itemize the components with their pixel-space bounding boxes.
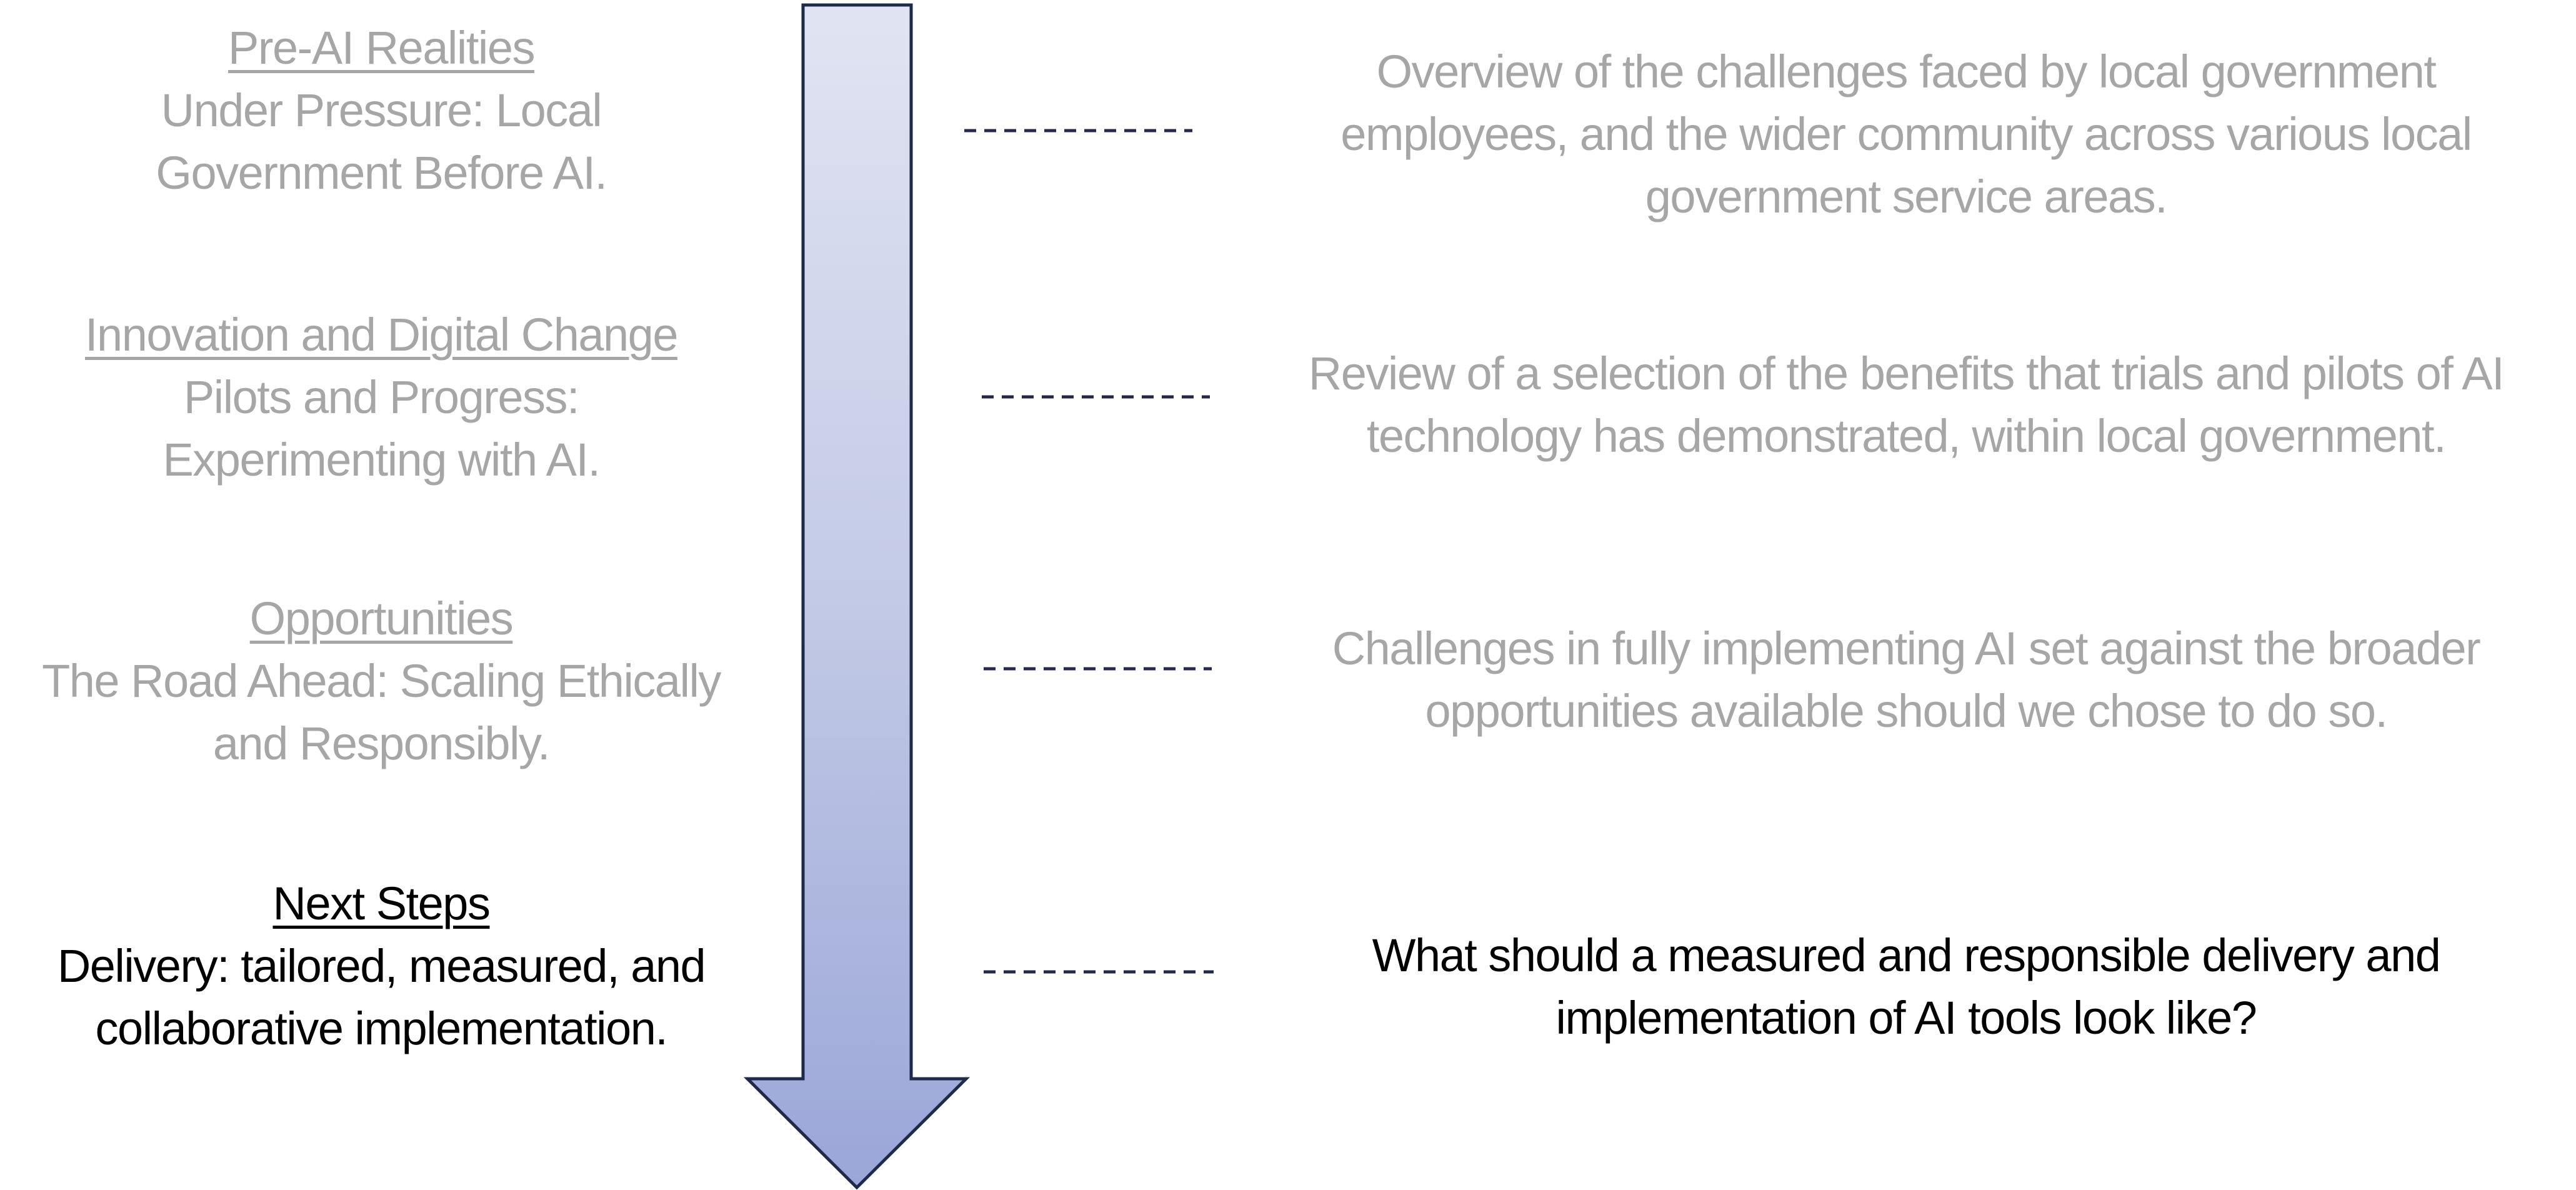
- stage-3-title-block: Opportunities The Road Ahead: Scaling Et…: [12, 588, 750, 775]
- description-line: implementation of AI tools look like?: [1555, 992, 2257, 1044]
- description-line: Overview of the challenges faced by loca…: [1376, 46, 2437, 98]
- stage-3-description: Challenges in fully implementing AI set …: [1237, 618, 2575, 742]
- stage-subtitle-line: Government Before AI.: [156, 147, 607, 199]
- stage-subtitle-line: collaborative implementation.: [95, 1002, 668, 1054]
- stage-1-description: Overview of the challenges faced by loca…: [1237, 41, 2575, 228]
- description-line: technology has demonstrated, within loca…: [1366, 410, 2447, 462]
- stage-subtitle-line: Under Pressure: Local: [161, 84, 602, 136]
- stage-heading: Next Steps: [272, 878, 491, 929]
- stage-2-title-block: Innovation and Digital Change Pilots and…: [12, 304, 750, 491]
- stage-subtitle-line: Delivery: tailored, measured, and: [57, 940, 706, 992]
- stage-heading: Pre-AI Realities: [227, 22, 536, 74]
- stage-subtitle-line: The Road Ahead: Scaling Ethically: [42, 655, 721, 707]
- stage-4-description: What should a measured and responsible d…: [1237, 924, 2575, 1049]
- down-arrow-icon: [743, 3, 971, 1190]
- stage-4-title-block: Next Steps Delivery: tailored, measured,…: [12, 872, 750, 1060]
- description-line: Review of a selection of the benefits th…: [1308, 348, 2505, 399]
- stage-2-description: Review of a selection of the benefits th…: [1237, 342, 2575, 468]
- stage-subtitle-line: and Responsibly.: [212, 718, 551, 769]
- stage-subtitle-line: Experimenting with AI.: [162, 434, 601, 486]
- stage-subtitle-line: Pilots and Progress:: [183, 371, 580, 423]
- description-line: government service areas.: [1645, 171, 2168, 222]
- stage-heading: Opportunities: [249, 592, 514, 644]
- description-line: Challenges in fully implementing AI set …: [1332, 622, 2481, 674]
- description-line: employees, and the wider community acros…: [1340, 108, 2472, 160]
- stage-1-title-block: Pre-AI Realities Under Pressure: Local G…: [12, 17, 750, 204]
- description-line: What should a measured and responsible d…: [1372, 929, 2441, 981]
- description-line: opportunities available should we chose …: [1425, 685, 2388, 737]
- stage-heading: Innovation and Digital Change: [85, 309, 678, 361]
